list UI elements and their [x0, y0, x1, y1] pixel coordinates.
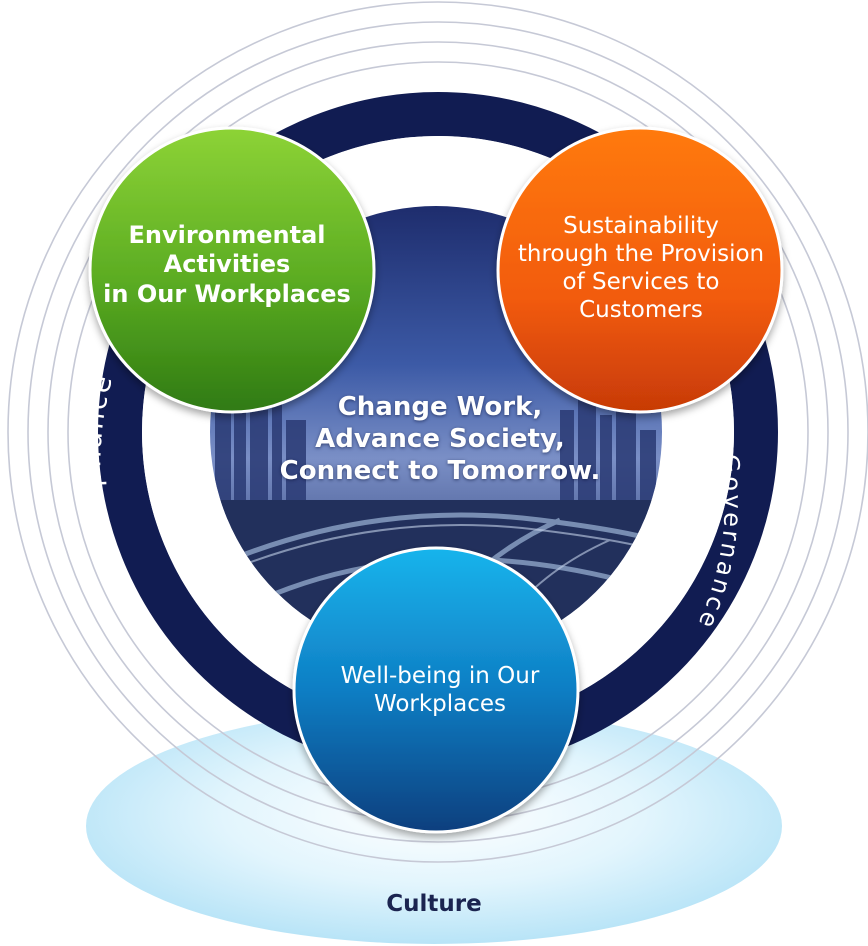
outer-ring-2	[27, 21, 849, 843]
outer-ring-1	[7, 1, 868, 863]
center-message: Change Work, Advance Society, Connect to…	[279, 392, 601, 486]
wellbeing-circle	[292, 546, 580, 834]
wellbeing-label: Well-being in Our Workplaces	[340, 662, 540, 717]
environmental-label: Environmental Activities in Our Workplac…	[103, 221, 351, 308]
sustainability-label: Sustainability through the Provision of …	[517, 212, 765, 324]
environmental-circle	[88, 126, 376, 414]
sustainability-circle	[496, 126, 784, 414]
culture-label: Culture	[386, 890, 482, 917]
